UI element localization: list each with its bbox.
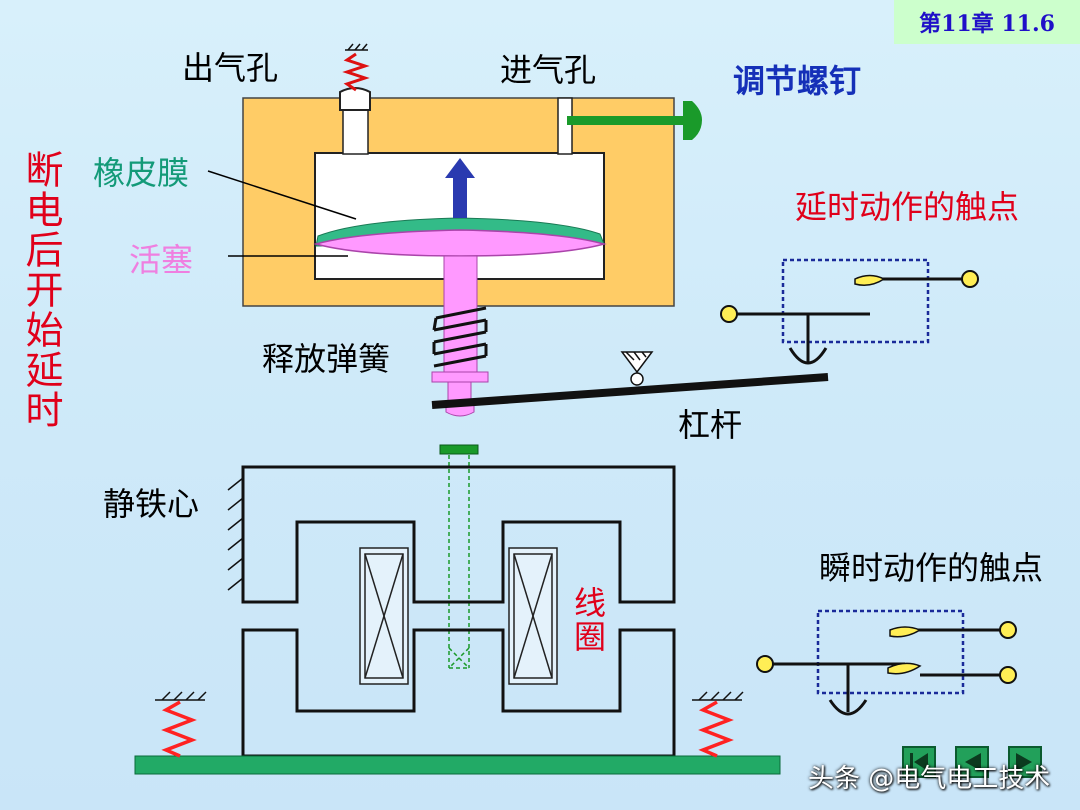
outlet-spring-mount — [345, 43, 368, 51]
adjust-screw-shaft — [567, 116, 685, 125]
rod-collar — [431, 371, 489, 383]
previous-slide-button[interactable] — [955, 746, 989, 778]
membrane-pointer-line — [207, 170, 357, 220]
outlet-spring — [342, 52, 370, 92]
coil-left — [359, 547, 409, 685]
adjust-screw-head — [683, 101, 702, 140]
next-slide-button[interactable] — [1008, 746, 1042, 778]
left-base-spring — [155, 691, 207, 758]
delayed-contacts-label: 延时动作的触点 — [795, 188, 1020, 226]
right-base-spring — [692, 691, 744, 758]
inlet-channel — [557, 97, 573, 155]
instant-contacts — [756, 609, 1017, 716]
delay-after-power-off-label: 断电后开始延时 — [19, 150, 63, 430]
watermark: 头条 @电气电工技术 — [808, 764, 1051, 794]
armature — [439, 444, 479, 455]
armature-dashed-rod — [448, 455, 470, 669]
delayed-contacts — [720, 258, 979, 365]
lever-label: 杠杆 — [678, 406, 743, 444]
release-spring — [432, 306, 488, 368]
previous-slide-icon — [965, 753, 981, 771]
piston-label: 活塞 — [129, 241, 194, 279]
piston-disc — [313, 229, 607, 257]
adjust-screw-label: 调节螺钉 — [733, 62, 862, 100]
first-slide-button[interactable] — [902, 746, 936, 778]
inlet-hole-label: 进气孔 — [500, 51, 597, 89]
coil-right — [508, 547, 558, 685]
next-slide-icon — [1016, 753, 1032, 771]
outlet-valve — [339, 87, 371, 111]
rubber-membrane-label: 橡皮膜 — [93, 154, 190, 192]
up-arrow-icon — [445, 158, 475, 218]
chapter-badge: 第11章 11.6 — [894, 0, 1080, 44]
outlet-hole-label: 出气孔 — [182, 49, 279, 87]
instant-contacts-label: 瞬时动作的触点 — [819, 549, 1044, 587]
lever-bar — [431, 373, 829, 409]
coil-label: 线圈 — [569, 586, 607, 654]
core-wall-hatch — [227, 477, 244, 591]
static-core-label: 静铁心 — [103, 485, 200, 523]
lever-pivot — [620, 351, 654, 386]
base-plate — [134, 755, 781, 775]
release-spring-label: 释放弹簧 — [262, 340, 391, 378]
static-core — [241, 465, 676, 758]
first-slide-icon — [910, 753, 928, 771]
